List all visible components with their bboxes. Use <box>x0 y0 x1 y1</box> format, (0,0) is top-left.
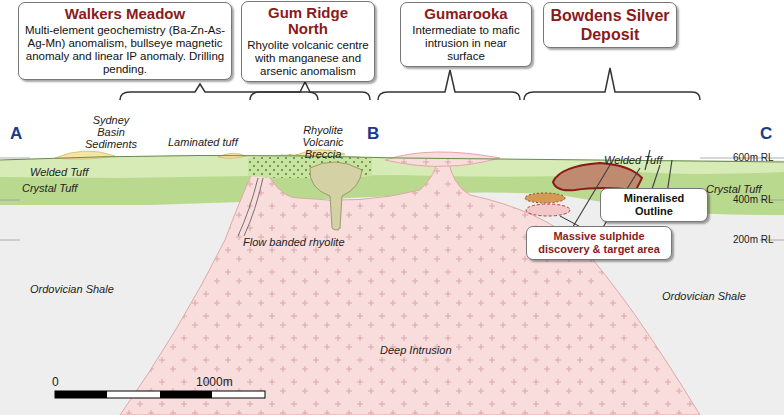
callout-box: Bowdens Silver Deposit <box>543 2 677 48</box>
node-heading: Massive sulphide discovery & target area <box>532 230 666 256</box>
callout-box: GumarookaIntermediate to mafic intrusion… <box>400 2 532 67</box>
section-label: Sydney Basin Sediments <box>80 114 142 150</box>
label-box: Massive sulphide discovery & target area <box>526 226 672 260</box>
section-label: Welded Tuff <box>604 154 662 166</box>
section-label: 200m RL <box>733 234 774 246</box>
section-label: 600m RL <box>733 152 774 164</box>
section-label: Ordovician Shale <box>30 283 114 295</box>
section-label: 400m RL <box>733 194 774 206</box>
section-label: Crystal Tuff <box>22 182 77 194</box>
section-label: Rhyolite Volcanic Breccia <box>288 124 358 160</box>
node-body: Intermediate to mafic intrusion in near … <box>406 24 526 63</box>
section-label: 1000m <box>196 375 233 389</box>
section-label: Crystal Tuff <box>706 183 761 195</box>
section-label: Deep Intrusion <box>380 344 452 356</box>
node-heading: Walkers Meadow <box>24 6 226 22</box>
callout-box: Gum Ridge NorthRhyolite volcanic centre … <box>241 1 375 82</box>
node-heading: Gum Ridge North <box>247 5 369 37</box>
section-label: Laminated tuff <box>168 136 238 148</box>
node-body: Rhyolite volcanic centre with manganese … <box>247 39 369 78</box>
callout-box: Walkers MeadowMulti-element geochemistry… <box>18 2 232 80</box>
label-box: Mineralised Outline <box>600 188 708 222</box>
node-heading: Gumarooka <box>406 6 526 22</box>
section-label: C <box>760 124 772 143</box>
section-label: Flow banded rhyolite <box>243 236 345 248</box>
node-body: Multi-element geochemistry (Ba-Zn-As-Ag-… <box>24 24 226 76</box>
section-label: 0 <box>52 375 59 389</box>
node-heading: Mineralised Outline <box>606 192 702 218</box>
section-label: Welded Tuff <box>30 166 88 178</box>
section-label: A <box>10 124 22 143</box>
node-heading: Bowdens Silver Deposit <box>549 6 671 44</box>
section-label: Ordovician Shale <box>662 290 746 302</box>
section-label: B <box>367 124 379 143</box>
